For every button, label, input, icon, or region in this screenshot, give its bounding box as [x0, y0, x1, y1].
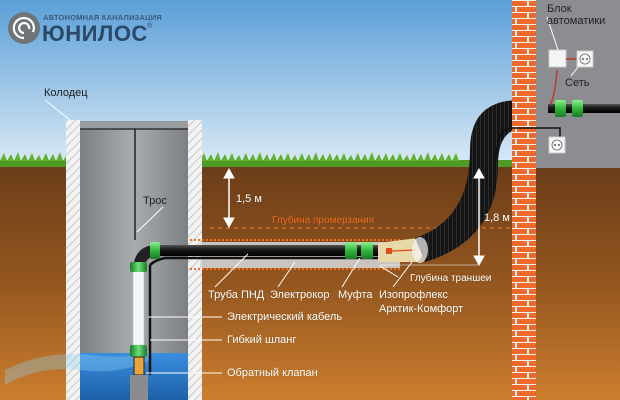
- label-insulation-line2: Арктик-Комфорт: [379, 303, 464, 315]
- label-insulation-line1: Изопрофлекс: [379, 289, 448, 301]
- logo-brand: ЮНИЛОС: [42, 21, 148, 46]
- brick-wall: [512, 0, 536, 400]
- label-heating-cable: Электрокор: [270, 289, 330, 301]
- mains-socket: [576, 50, 594, 68]
- coupling-left: [345, 242, 357, 259]
- house-supply-pipe: [548, 104, 620, 113]
- logo-registered: ®: [147, 23, 153, 30]
- automation-block: [548, 49, 567, 68]
- depth-arrow-trench: [380, 167, 485, 267]
- leader-lines: [44, 16, 579, 374]
- elbow-fitting-top: [150, 242, 160, 259]
- label-well: Колодец: [44, 87, 88, 99]
- label-check-valve: Обратный клапан: [227, 367, 318, 379]
- flexible-hose: [132, 269, 145, 346]
- heating-socket: [548, 136, 566, 154]
- pump: [130, 375, 148, 400]
- valve-fitting: [130, 345, 147, 357]
- label-automation-line1: Блок: [547, 3, 572, 15]
- label-automation-line2: автоматики: [547, 15, 606, 27]
- depth-arrow-top: [223, 167, 235, 229]
- label-pipe-pnd: Труба ПНД: [208, 289, 265, 301]
- insulated-flex-pipe: [415, 100, 548, 262]
- electric-cable: [149, 256, 380, 266]
- pnd-pipe: [155, 245, 380, 256]
- label-freezing-depth: Глубина промерзания: [272, 215, 375, 226]
- label-depth-top: 1,5 м: [236, 193, 262, 205]
- label-mains: Сеть: [565, 77, 590, 89]
- elbow-fitting-bottom: [130, 262, 147, 272]
- house-coupling-left: [555, 100, 566, 117]
- coupling-right: [361, 242, 373, 259]
- label-depth-trench-value: 1,8 м: [484, 212, 510, 224]
- label-cable-rope: Трос: [143, 195, 167, 207]
- insulation-section: [378, 238, 423, 262]
- house-coupling-right: [572, 100, 583, 117]
- label-electric-cable: Электрический кабель: [227, 311, 343, 323]
- label-trench-depth: Глубина траншеи: [410, 273, 492, 284]
- spiral-logo-icon: [8, 12, 40, 44]
- check-valve: [133, 356, 145, 376]
- label-flexible-hose: Гибкий шланг: [227, 334, 297, 346]
- logo-tagline: АВТОНОМНАЯ КАНАЛИЗАЦИЯ: [43, 13, 162, 22]
- label-coupling: Муфта: [338, 289, 373, 301]
